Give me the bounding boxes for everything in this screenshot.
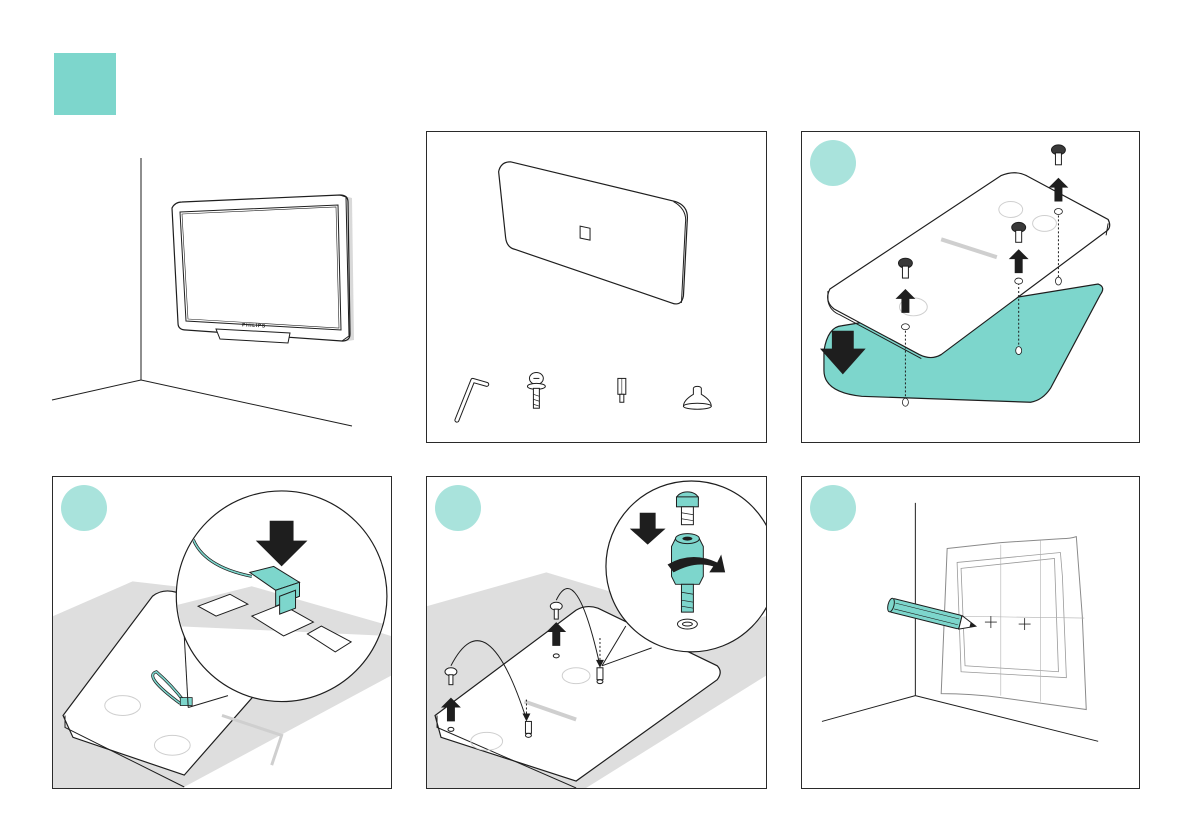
screw-icon (527, 372, 545, 408)
panel-step-connect-cable (52, 476, 392, 789)
tv-brand-label: PHILIPS (242, 322, 266, 329)
panel-step-remove-screws (801, 131, 1140, 443)
mark-wall-illustration (802, 477, 1139, 788)
connect-cable-illustration (53, 477, 391, 788)
bracket-plate (499, 162, 688, 304)
suction-foot-icon (683, 386, 711, 409)
tv-wall-illustration: PHILIPS (40, 150, 370, 440)
step-badge (435, 485, 481, 531)
panel-step-mount-spacers (426, 476, 767, 789)
step-indicator-square (54, 53, 116, 115)
mount-spacers-illustration (427, 477, 766, 788)
footer-bar (0, 834, 1192, 840)
step-badge (810, 140, 856, 186)
parts-illustration (427, 132, 766, 442)
spacer-icon (618, 378, 626, 402)
panel-parts (426, 131, 767, 443)
remove-screws-illustration (802, 132, 1139, 442)
step-badge (61, 485, 107, 531)
allen-key-icon (457, 380, 487, 420)
tv-wall-scene: PHILIPS (40, 150, 370, 440)
panel-step-mark-wall (801, 476, 1140, 789)
tv-illustration: PHILIPS (172, 195, 350, 343)
step-badge (810, 485, 856, 531)
